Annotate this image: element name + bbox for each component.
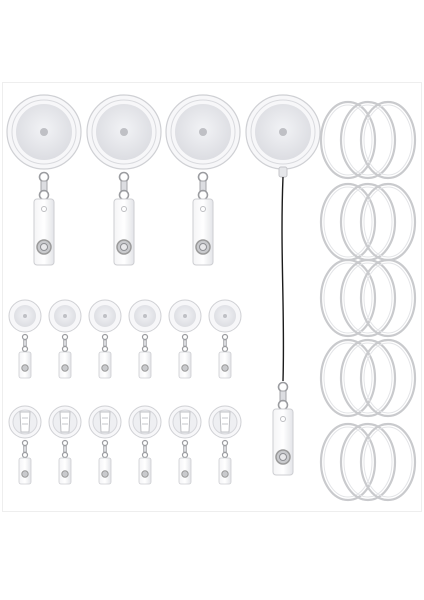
snap-button [21, 364, 29, 372]
snap-button [181, 470, 189, 478]
small-badge-reel-back-6 [208, 405, 242, 485]
large-badge-reel-4-extended [245, 94, 321, 476]
small-badge-reel-back-1 [8, 405, 42, 485]
snap-button [61, 364, 69, 372]
snap-button [221, 470, 229, 478]
small-badge-reel-front-3 [88, 299, 122, 379]
swivel-ring [118, 171, 130, 183]
snap-button [61, 470, 69, 478]
snap-button [101, 470, 109, 478]
snap-button [141, 470, 149, 478]
small-badge-reel-front-2 [48, 299, 82, 379]
snap-button [181, 364, 189, 372]
belt-clip [19, 411, 31, 433]
clear-ring-stack-3 [319, 258, 417, 338]
swivel-ring [277, 381, 289, 393]
clear-ring-stack-5 [319, 422, 417, 502]
clear-ring-stack-4 [319, 338, 417, 418]
snap-button [221, 364, 229, 372]
center-rivet [279, 128, 287, 136]
center-rivet [120, 128, 128, 136]
snap-button [101, 364, 109, 372]
clear-ring-stack-2 [319, 182, 417, 262]
small-badge-reel-front-5 [168, 299, 202, 379]
center-rivet [40, 128, 48, 136]
belt-clip [139, 411, 151, 433]
clear-ring-stack-1 [319, 100, 417, 180]
photo-frame [2, 82, 422, 512]
large-badge-reel-3 [165, 94, 241, 266]
belt-clip [219, 411, 231, 433]
center-rivet [199, 128, 207, 136]
small-badge-reel-front-1 [8, 299, 42, 379]
small-badge-reel-back-2 [48, 405, 82, 485]
small-badge-reel-back-4 [128, 405, 162, 485]
small-badge-reel-back-5 [168, 405, 202, 485]
small-badge-reel-back-3 [88, 405, 122, 485]
swivel-ring [38, 171, 50, 183]
belt-clip [179, 411, 191, 433]
snap-button [21, 470, 29, 478]
large-badge-reel-2 [86, 94, 162, 266]
swivel-ring [197, 171, 209, 183]
large-badge-reel-1 [6, 94, 82, 266]
belt-clip [59, 411, 71, 433]
small-badge-reel-front-4 [128, 299, 162, 379]
retractable-cord [281, 176, 285, 382]
small-badge-reel-front-6 [208, 299, 242, 379]
belt-clip [99, 411, 111, 433]
snap-button [141, 364, 149, 372]
